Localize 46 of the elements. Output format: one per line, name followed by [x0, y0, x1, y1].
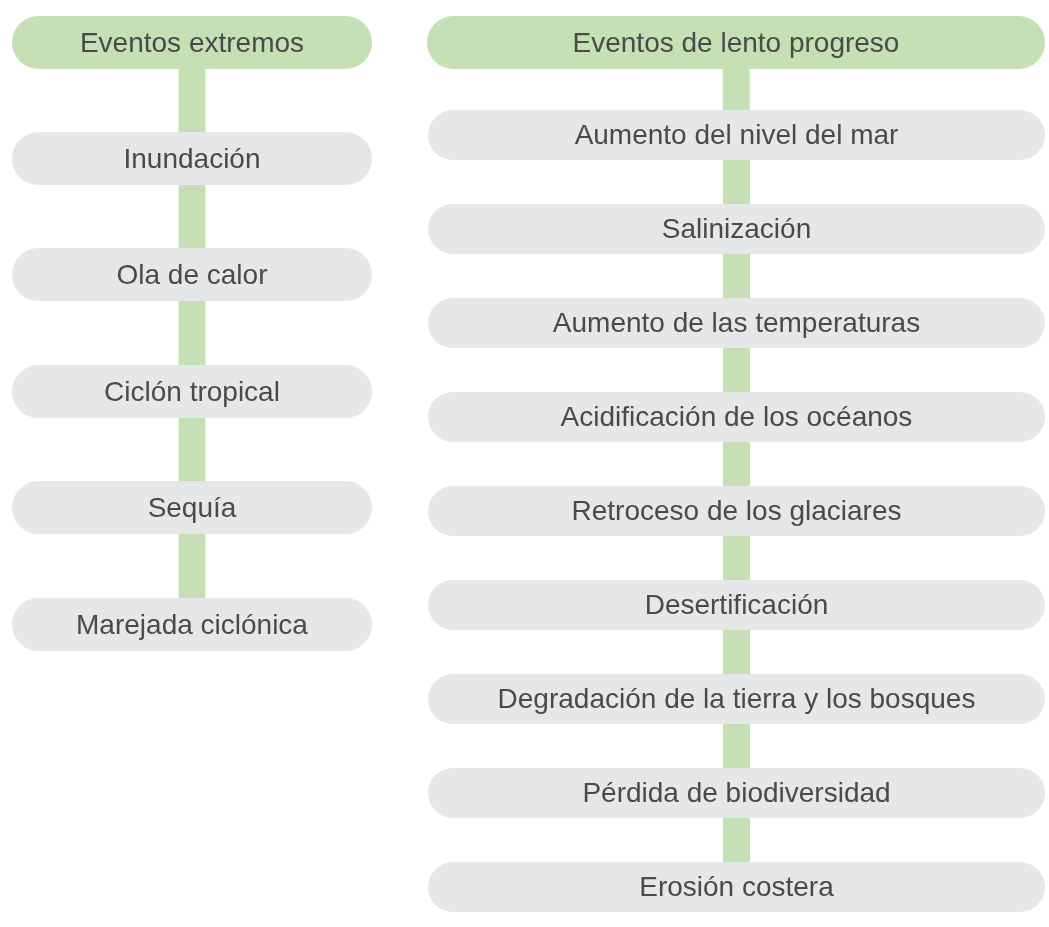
- connector-bar: [722, 69, 750, 110]
- pill-label: Salinización: [661, 213, 812, 245]
- item-pill: [12, 248, 372, 301]
- item-pill: [428, 298, 1045, 348]
- connector-bar: [178, 534, 206, 598]
- item-pill: [428, 674, 1045, 724]
- item-pill: [428, 580, 1045, 630]
- item-pill: [428, 204, 1045, 254]
- pill-label: Marejada ciclónica: [76, 608, 308, 641]
- pill-label: Degradación de la tierra y los bosques: [497, 683, 976, 715]
- item-pill: [12, 598, 372, 651]
- pill-label: Desertificación: [644, 589, 829, 621]
- item-pill: [428, 768, 1045, 818]
- item-pill: [12, 132, 372, 185]
- connector-bar: [723, 442, 750, 486]
- item-pill: [428, 110, 1045, 160]
- connector-bar: [723, 348, 750, 392]
- item-pill: [12, 365, 372, 418]
- pill-label: Eventos extremos: [79, 26, 305, 59]
- connector-bar: [178, 185, 206, 248]
- connector-bar: [178, 418, 206, 481]
- pill-label: Ola de calor: [116, 258, 268, 291]
- connector-bar: [723, 818, 750, 862]
- connector-bar: [723, 536, 750, 580]
- item-pill: [428, 486, 1045, 536]
- connector-bar: [723, 630, 750, 674]
- connector-bar: [178, 69, 206, 132]
- item-pill: [12, 481, 372, 534]
- header-pill: [427, 16, 1045, 69]
- pill-label: Acidificación de los océanos: [560, 401, 913, 433]
- pill-label: Eventos de lento progreso: [572, 26, 900, 59]
- pill-label: Pérdida de biodiversidad: [582, 777, 891, 809]
- pill-label: Aumento de las temperaturas: [552, 307, 921, 339]
- header-pill: [12, 16, 372, 69]
- pill-label: Aumento del nivel del mar: [574, 119, 899, 151]
- connector-bar: [178, 301, 206, 365]
- connector-bar: [723, 724, 750, 768]
- pill-label: Erosión costera: [639, 871, 834, 903]
- pill-label: Retroceso de los glaciares: [571, 495, 902, 527]
- pill-label: Sequía: [147, 491, 237, 524]
- connector-bar: [723, 254, 750, 298]
- item-pill: [428, 862, 1045, 912]
- connector-bar: [723, 160, 750, 204]
- pill-label: Ciclón tropical: [104, 375, 280, 408]
- pill-label: Inundación: [123, 142, 261, 175]
- item-pill: [428, 392, 1045, 442]
